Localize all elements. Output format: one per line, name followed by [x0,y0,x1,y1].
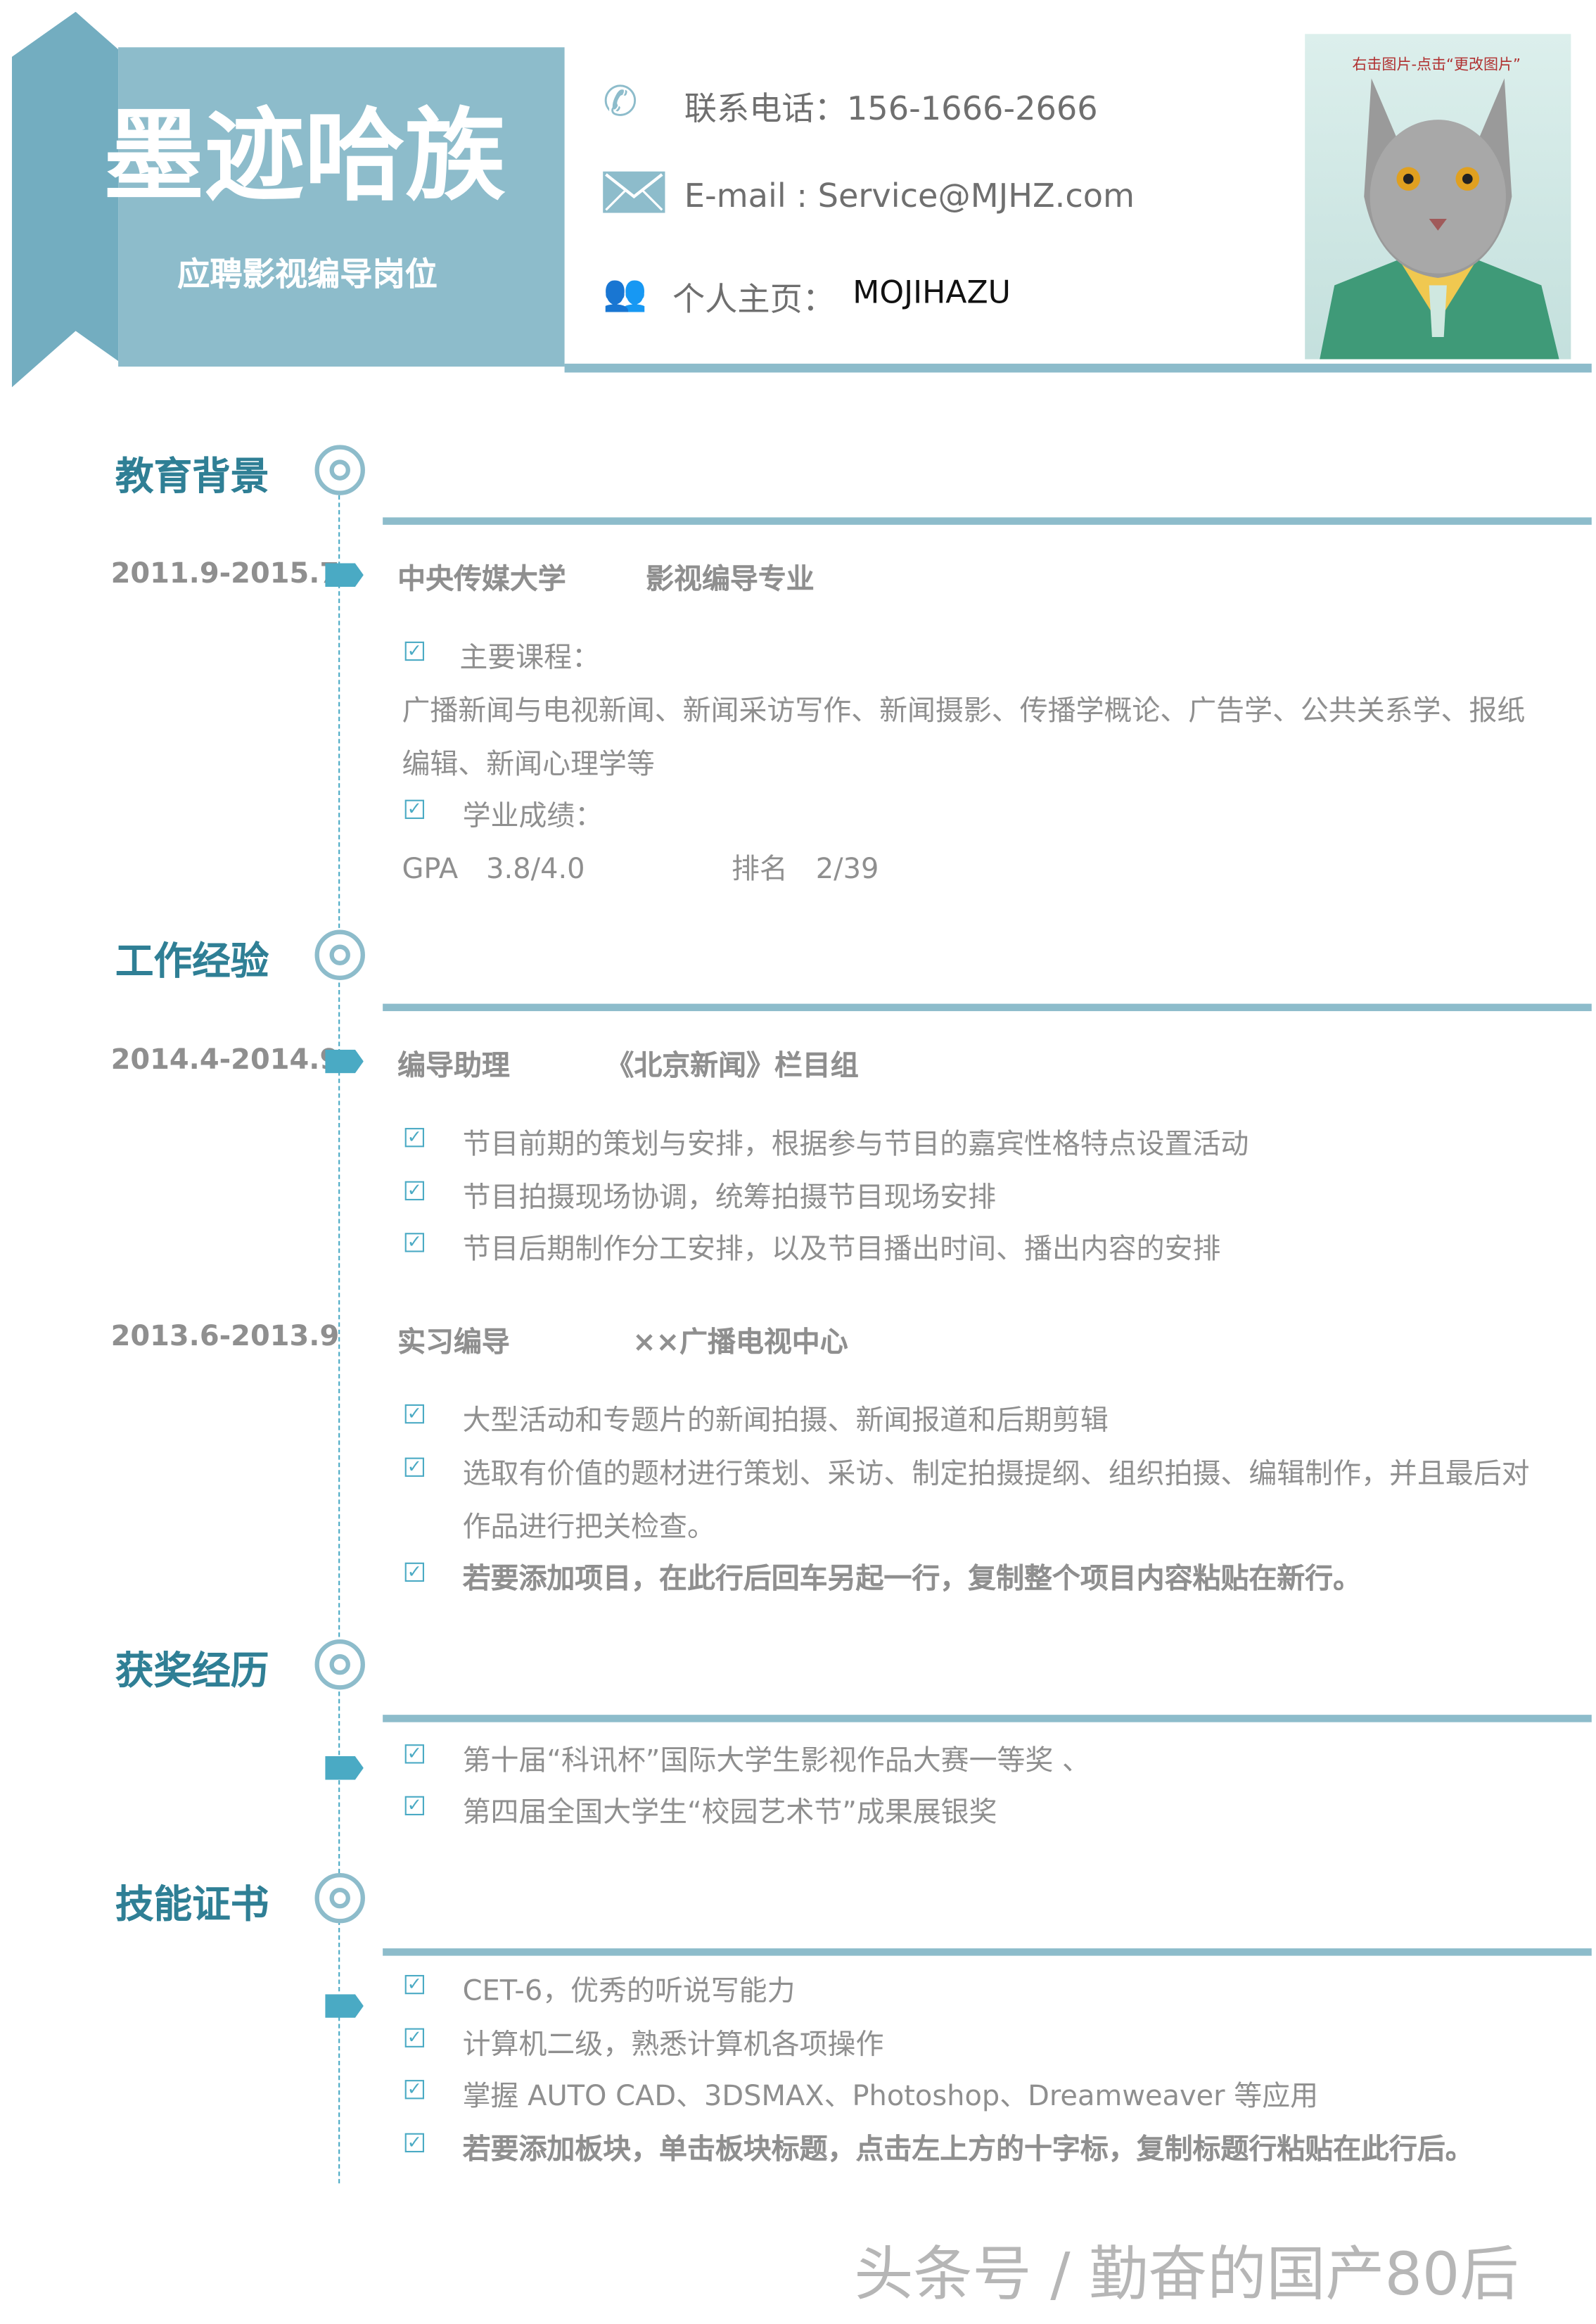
section-divider [383,1003,1592,1012]
target-icon [314,929,365,980]
timeline-marker [325,1994,364,2018]
header-underline [564,363,1592,373]
job-role: 实习编导 [397,1326,510,1359]
timeline-line [338,495,340,2184]
checkbox-icon: ✓ [404,1796,424,1816]
section-title-education[interactable]: 教育背景 [115,455,269,500]
school-name: 中央传媒大学 [397,563,566,596]
skill-item: 掌握 AUTO CAD、3DSMAX、Photoshop、Dreamweaver… [462,2080,1319,2113]
section-title-awards[interactable]: 获奖经历 [115,1649,269,1694]
checkbox-icon: ✓ [404,2080,424,2100]
checkbox-icon: ✓ [404,799,424,819]
courses-line: 广播新闻与电视新闻、新闻采访写作、新闻摄影、传播学概论、广告学、公共关系学、报纸 [402,694,1526,728]
rank: 排名 2/39 [731,853,879,886]
email-icon [603,171,665,213]
section-divider [383,517,1592,525]
user-icon: 👥 [603,272,648,314]
job-item: 节目后期制作分工安排，以及节目播出时间、播出内容的安排 [462,1233,1221,1266]
candidate-name: 墨迹哈族 [103,99,506,216]
job-org: 《北京新闻》栏目组 [606,1049,859,1082]
phone-text: 联系电话：156-1666-2666 [684,91,1098,129]
skill-item: CET-6，优秀的听说写能力 [462,1974,796,2008]
profile-photo[interactable]: 右击图片-点击“更改图片” [1305,34,1571,360]
checkbox-icon: ✓ [404,642,424,661]
watermark: 头条号 / 勤奋的国产80后 [854,2241,1519,2309]
homepage-value[interactable]: MOJIHAZU [853,274,1011,311]
skill-item: 计算机二级，熟悉计算机各项操作 [462,2028,884,2061]
checkbox-icon: ✓ [404,1744,424,1764]
target-icon [314,1872,365,1924]
job-item: 节目前期的策划与安排，根据参与节目的嘉宾性格特点设置活动 [462,1128,1249,1161]
header-panel [118,47,565,367]
edu-date: 2011.9-2015.7 [110,557,340,590]
award-item: 第十届“科讯杯”国际大学生影视作品大赛一等奖 、 [462,1744,1090,1777]
checkbox-icon: ✓ [404,1458,424,1477]
job-item: 选取有价值的题材进行策划、采访、制定拍摄提纲、组织拍摄、编辑制作，并且最后对 [462,1457,1530,1490]
checkbox-icon: ✓ [404,1563,424,1582]
job-date: 2014.4-2014.9 [110,1043,340,1077]
skill-item-hint: 若要添加板块，单击板块标题，点击左上方的十字标，复制标题行粘贴在此行后。 [462,2133,1474,2166]
section-divider [383,1715,1592,1722]
job-item: 大型活动和专题片的新闻拍摄、新闻报道和后期剪辑 [462,1404,1109,1437]
position-applied: 应聘影视编导岗位 [177,257,438,295]
job-role: 编导助理 [397,1049,510,1082]
courses-label: 主要课程： [459,641,601,675]
timeline-marker [325,1049,364,1074]
checkbox-icon: ✓ [404,1181,424,1201]
checkbox-icon: ✓ [404,1233,424,1252]
section-divider [383,1948,1592,1956]
target-icon [314,1639,365,1690]
award-item: 第四届全国大学生“校园艺术节”成果展银奖 [462,1796,997,1829]
job-item-continued: 作品进行把关检查。 [462,1511,715,1544]
section-title-skills[interactable]: 技能证书 [115,1883,269,1928]
checkbox-icon: ✓ [404,1128,424,1148]
job-date: 2013.6-2013.9 [110,1320,340,1353]
phone-icon: ✆ [603,77,638,126]
gpa: GPA 3.8/4.0 [402,853,585,886]
timeline-marker [325,1755,364,1780]
checkbox-icon: ✓ [404,2028,424,2047]
job-item: 节目拍摄现场协调，统筹拍摄节目现场安排 [462,1181,997,1214]
timeline-marker [325,563,364,588]
job-item-hint: 若要添加项目，在此行后回车另起一行，复制整个项目内容粘贴在新行。 [462,1562,1362,1595]
homepage-label: 个人主页： [672,282,836,319]
grades-label: 学业成绩： [462,799,604,832]
target-icon [314,445,365,495]
section-title-work[interactable]: 工作经验 [115,940,269,985]
courses-line: 编辑、新闻心理学等 [402,748,655,781]
header-fold [11,11,119,388]
major: 影视编导专业 [646,563,815,596]
email-text[interactable]: E-mail : Service@MJHZ.com [684,179,1135,216]
checkbox-icon: ✓ [404,2133,424,2153]
photo-hint: 右击图片-点击“更改图片” [1352,57,1521,75]
job-org: ××广播电视中心 [632,1326,848,1359]
checkbox-icon: ✓ [404,1404,424,1424]
checkbox-icon: ✓ [404,1974,424,1995]
